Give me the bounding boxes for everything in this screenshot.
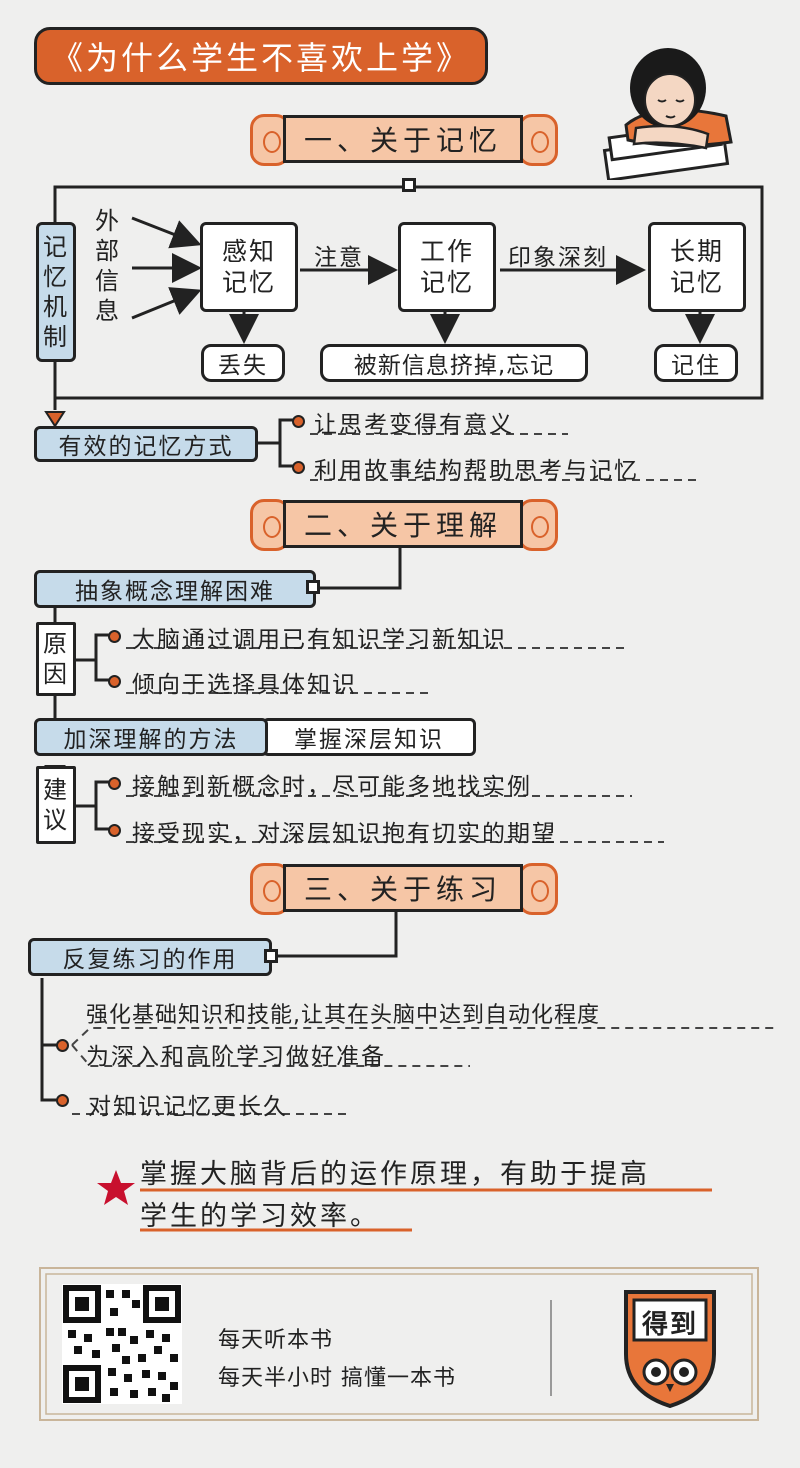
method-value-box: 掌握深层知识: [262, 718, 476, 756]
bullet-dot: [108, 777, 121, 790]
connector-node: [402, 178, 416, 192]
practice-item-2: 为深入和高阶学习做好准备: [86, 1044, 386, 1070]
star-icon: [97, 1170, 135, 1205]
effective-memory-title: 有效的记忆方式: [34, 426, 258, 462]
section-heading-understanding: 二、关于理解: [283, 500, 523, 548]
forgotten-box: 被新信息挤掉,忘记: [320, 344, 588, 382]
bullet-dot: [108, 824, 121, 837]
memory-mechanism-label: 记忆机制: [36, 222, 76, 362]
page-title: 《为什么学生不喜欢上学》: [50, 39, 471, 77]
remembered-box: 记住: [654, 344, 738, 382]
section-heading-memory: 一、关于记忆: [283, 115, 523, 163]
abstract-difficulty-title: 抽象概念理解困难: [34, 570, 316, 608]
bullet-dot: [292, 415, 305, 428]
reason-item-2: 倾向于选择具体知识: [132, 672, 357, 698]
reason-item-1: 大脑通过调用已有知识学习新知识: [132, 627, 507, 653]
effective-item-1: 让思考变得有意义: [314, 412, 514, 438]
reason-label: 原因: [36, 622, 76, 696]
practice-item-3: 对知识记忆更长久: [88, 1094, 288, 1120]
conclusion-line-1: 掌握大脑背后的运作原理，有助于提高: [140, 1159, 650, 1190]
qr-code[interactable]: [62, 1284, 182, 1404]
shield-icon: [624, 1290, 716, 1408]
practice-item-1: 强化基础知识和技能,让其在头脑中达到自动化程度: [86, 1003, 600, 1028]
title-banner: 《为什么学生不喜欢上学》: [34, 27, 488, 85]
suggestion-item-2: 接受现实，对深层知识抱有切实的期望: [132, 821, 557, 847]
bullet-dot: [108, 630, 121, 643]
footer-line-2: 每天半小时 搞懂一本书: [218, 1366, 456, 1391]
conclusion-line-2: 学生的学习效率。: [140, 1201, 380, 1232]
practice-title: 反复练习的作用: [28, 938, 272, 976]
student-illustration: [602, 48, 733, 180]
bullet-dot: [56, 1039, 69, 1052]
connector-node: [264, 949, 278, 963]
effective-item-2: 利用故事结构帮助思考与记忆: [314, 458, 639, 484]
scroll-curl-right: [518, 863, 558, 915]
bullet-dot: [108, 675, 121, 688]
bullet-dot: [292, 461, 305, 474]
working-memory-box: 工作记忆: [398, 222, 496, 312]
logo-text: 得到: [641, 1310, 698, 1340]
external-info-label: 外部信息: [95, 207, 119, 325]
deep-impression-label: 印象深刻: [508, 245, 608, 271]
footer-line-1: 每天听本书: [218, 1328, 334, 1353]
dedao-logo: 得到: [622, 1288, 718, 1408]
method-title: 加深理解的方法: [34, 718, 268, 756]
lost-box: 丢失: [201, 344, 285, 382]
bullet-dot: [56, 1094, 69, 1107]
section-heading-practice: 三、关于练习: [283, 864, 523, 912]
attention-label: 注意: [314, 245, 364, 271]
suggestion-item-1: 接触到新概念时，尽可能多地找实例: [132, 774, 532, 800]
scroll-curl-right: [518, 114, 558, 166]
sensory-memory-box: 感知记忆: [200, 222, 298, 312]
longterm-memory-box: 长期记忆: [648, 222, 746, 312]
suggestion-label: 建议: [36, 766, 76, 844]
connector-node: [306, 580, 320, 594]
scroll-curl-right: [518, 499, 558, 551]
